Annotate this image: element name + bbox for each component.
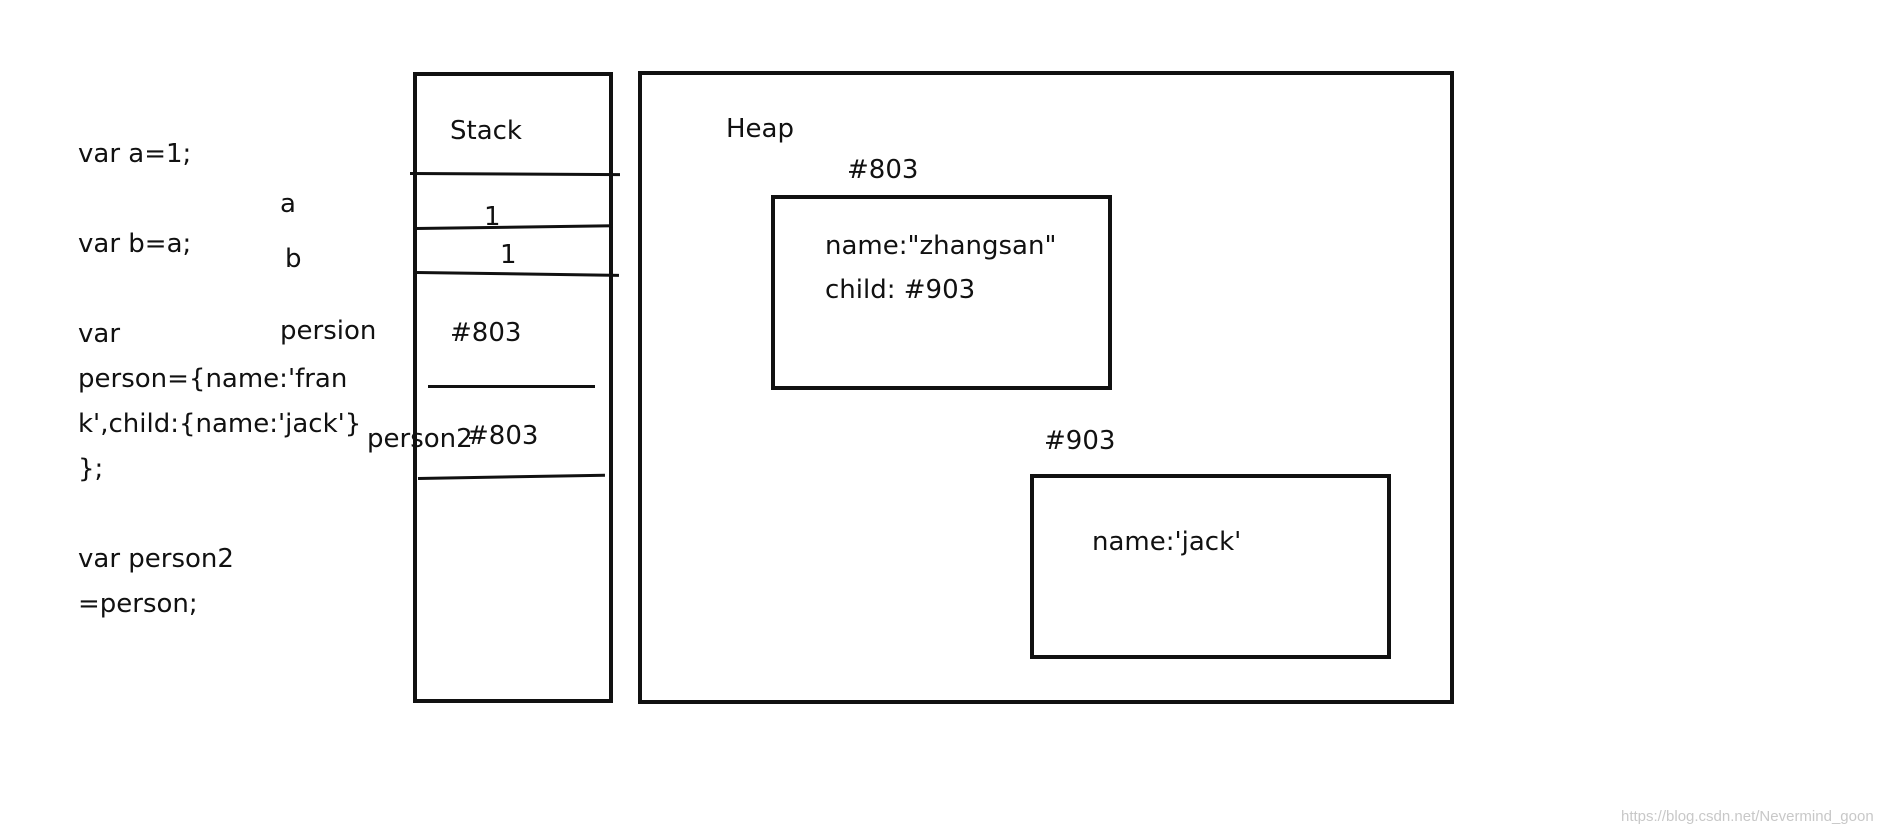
- heap-object-field: child: #903: [825, 275, 976, 305]
- code-line: var b=a;: [78, 229, 192, 259]
- code-line: var a=1;: [78, 139, 192, 169]
- watermark: https://blog.csdn.net/Nevermind_goon: [1621, 808, 1874, 825]
- heap-object-field: name:"zhangsan": [825, 231, 1057, 261]
- heap-box: [638, 71, 1454, 704]
- stack-box: [413, 72, 613, 703]
- stack-title: Stack: [450, 116, 522, 146]
- heap-title: Heap: [726, 114, 794, 144]
- stack-value-b: 1: [500, 240, 517, 270]
- stack-label-person2: person2: [367, 424, 473, 454]
- code-line: [78, 492, 361, 537]
- heap-object-box: [771, 195, 1112, 390]
- heap-object-field: name:'jack': [1092, 527, 1242, 557]
- code-line: var person2: [78, 544, 234, 574]
- code-line: var: [78, 319, 121, 349]
- stack-value-person2: #803: [467, 421, 539, 451]
- stack-label-persion: persion: [280, 316, 377, 346]
- stack-label-b: b: [285, 244, 302, 274]
- code-line: [78, 177, 361, 222]
- code-line: =person;: [78, 589, 198, 619]
- stack-value-a: 1: [484, 202, 501, 232]
- heap-object-address: #803: [847, 155, 919, 185]
- code-line: person={name:'fran: [78, 364, 348, 394]
- heap-object-address: #903: [1044, 426, 1116, 456]
- stack-label-a: a: [280, 189, 296, 219]
- code-line: k',child:{name:'jack'}: [78, 409, 362, 439]
- stack-value-persion: #803: [450, 318, 522, 348]
- heap-object-box: [1030, 474, 1391, 659]
- code-line: };: [78, 454, 104, 484]
- code-line: [78, 267, 361, 312]
- stack-divider: [428, 385, 595, 388]
- code-snippet: var a=1; var b=a; var person={name:'fran…: [78, 132, 361, 627]
